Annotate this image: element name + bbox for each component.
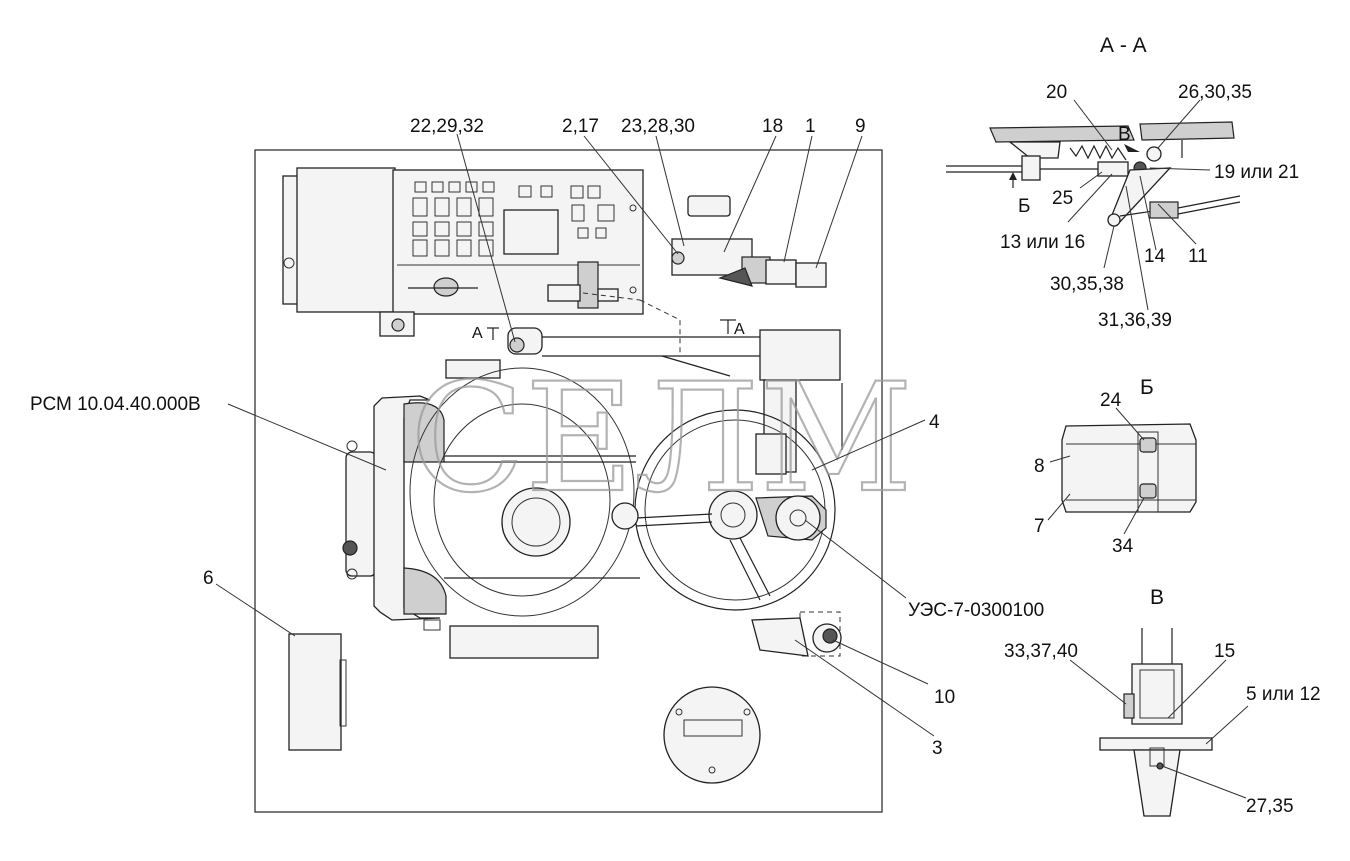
label-8: 8 — [1034, 456, 1045, 477]
label-5-12: 5 или 12 — [1246, 684, 1321, 705]
main-plan-view: А А СЕЛМ 22,29,32 2,17 23,28,30 18 1 9 Р… — [30, 116, 1044, 813]
view-a-a: А - А 20 26, — [946, 34, 1299, 331]
view-v-title: В — [1150, 586, 1164, 609]
instrument-panel — [282, 167, 644, 337]
view-b: Б 24 8 7 34 — [1034, 376, 1197, 557]
label-22-29-32: 22,29,32 — [410, 116, 484, 137]
label-31-36-39: 31,36,39 — [1098, 310, 1172, 331]
label-rsm: РСМ 10.04.40.000В — [30, 394, 201, 415]
section-mark-a-right: А — [734, 321, 745, 338]
label-18: 18 — [762, 116, 783, 137]
label-24: 24 — [1100, 390, 1122, 411]
label-1: 1 — [805, 116, 816, 137]
label-10: 10 — [934, 687, 955, 708]
label-27-35: 27,35 — [1246, 796, 1294, 817]
label-30-35-38: 30,35,38 — [1050, 274, 1124, 295]
upper-right-parts — [671, 195, 827, 288]
steering-wheel — [611, 409, 836, 611]
cabin-outline — [254, 149, 883, 813]
label-34: 34 — [1112, 536, 1134, 557]
label-25: 25 — [1052, 188, 1073, 209]
label-15: 15 — [1214, 641, 1235, 662]
floor-hatch — [663, 686, 761, 784]
label-13-16: 13 или 16 — [1000, 232, 1085, 253]
label-11: 11 — [1188, 246, 1208, 267]
label-b-arrow: Б — [1018, 196, 1030, 217]
label-7: 7 — [1034, 516, 1045, 537]
section-mark-a-left: А — [472, 325, 483, 342]
watermark: СЕЛМ — [410, 352, 913, 526]
label-26-30-35: 26,30,35 — [1178, 82, 1252, 103]
lever-part-10 — [751, 611, 842, 657]
label-14: 14 — [1144, 246, 1166, 267]
label-6: 6 — [203, 568, 214, 589]
label-4: 4 — [929, 412, 940, 433]
label-v-arrow: В — [1118, 124, 1131, 145]
label-19-21: 19 или 21 — [1214, 162, 1299, 183]
label-23-28-30: 23,28,30 — [621, 116, 695, 137]
label-33-37-40: 33,37,40 — [1004, 641, 1078, 662]
view-b-title: Б — [1140, 376, 1154, 399]
label-3: 3 — [932, 738, 943, 759]
label-9: 9 — [855, 116, 866, 137]
box-part-6 — [288, 633, 347, 751]
seat-assembly — [342, 367, 640, 659]
view-v: В 33,37,40 15 5 или 12 27,35 — [1004, 586, 1321, 817]
view-a-a-title: А - А — [1100, 34, 1147, 57]
label-20: 20 — [1046, 82, 1067, 103]
panel-buttons — [412, 181, 637, 294]
label-ues: УЭС-7-0300100 — [908, 600, 1044, 621]
label-2-17: 2,17 — [562, 116, 599, 137]
